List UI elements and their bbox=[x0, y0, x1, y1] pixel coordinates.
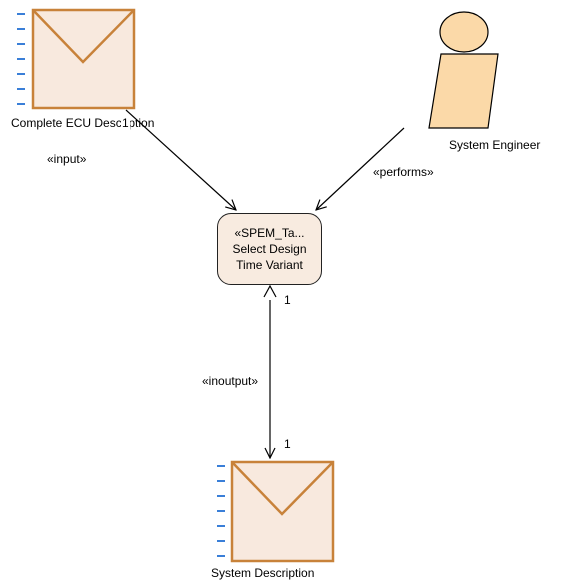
role-body-icon bbox=[428, 53, 499, 129]
envelope-flap bbox=[32, 9, 135, 64]
work-product-complete-ecu[interactable] bbox=[17, 8, 136, 110]
complete-ecu-multiplicity: 1 bbox=[121, 116, 130, 130]
task-stereotype: «SPEM_Ta... bbox=[234, 226, 305, 240]
edge-inoutput-start-arrowhead bbox=[263, 284, 277, 298]
work-product-side-dashes bbox=[17, 13, 25, 105]
edge-input[interactable] bbox=[125, 109, 236, 210]
edge-performs[interactable] bbox=[316, 127, 405, 210]
edge-inoutput-label: «inoutput» bbox=[202, 374, 259, 388]
task-multiplicity: 1 bbox=[284, 293, 291, 307]
system-description-label: System Description bbox=[211, 566, 315, 580]
task-name-line2: Time Variant bbox=[236, 258, 303, 272]
edge-performs-label: «performs» bbox=[373, 165, 434, 179]
work-product-system-description[interactable] bbox=[217, 460, 335, 563]
envelope-flap bbox=[231, 461, 334, 516]
task-name-line1: Select Design bbox=[232, 242, 307, 256]
role-head-icon bbox=[439, 11, 489, 53]
edge-input-label: «input» bbox=[47, 152, 87, 166]
complete-ecu-label: Complete ECU Description bbox=[11, 116, 155, 130]
task-select-design-time-variant[interactable]: «SPEM_Ta... Select Design Time Variant bbox=[217, 213, 322, 285]
role-system-engineer[interactable] bbox=[428, 11, 499, 129]
system-description-multiplicity: 1 bbox=[284, 437, 291, 451]
system-engineer-label: System Engineer bbox=[449, 138, 541, 152]
work-product-side-dashes bbox=[217, 465, 225, 557]
